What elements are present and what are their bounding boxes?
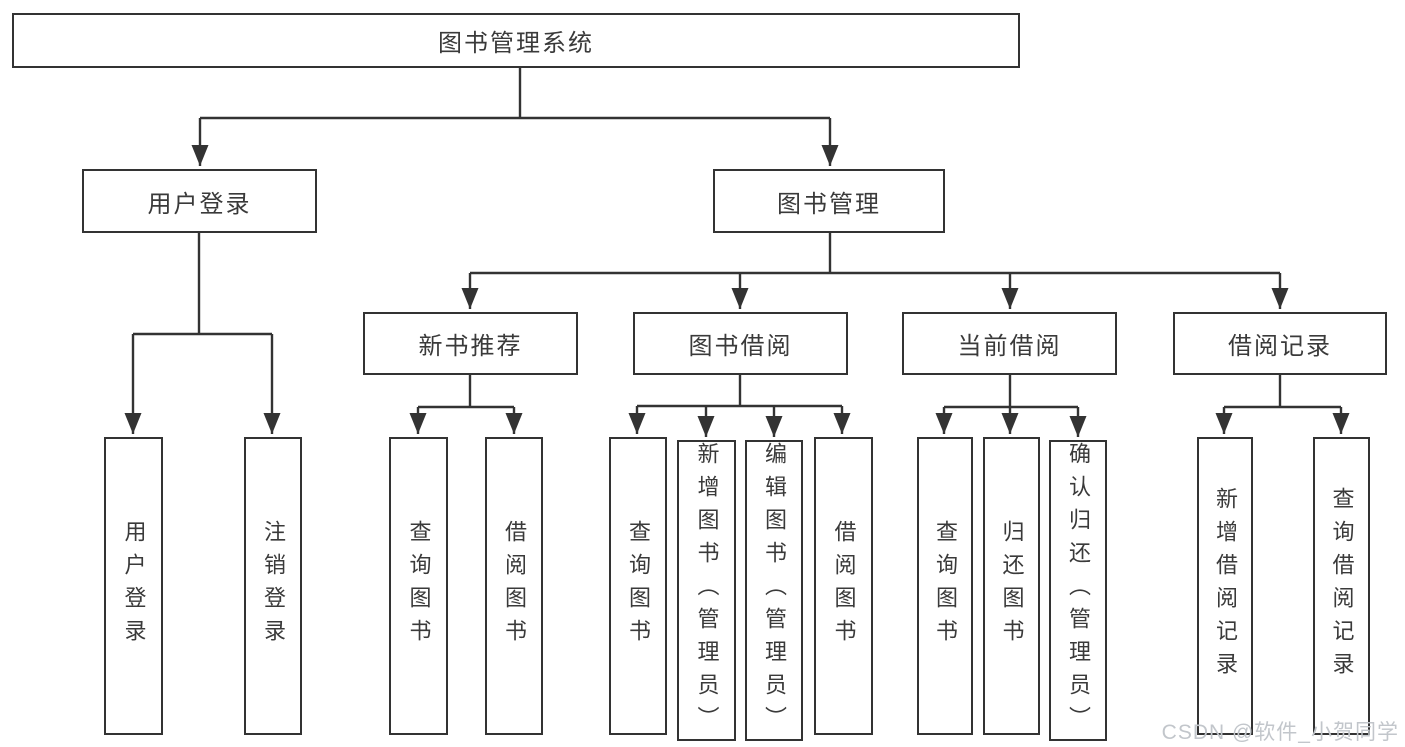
node-current-query-books: 查询图书 bbox=[917, 437, 973, 735]
node-current-confirm-return-admin: 确认归还（管理员） bbox=[1049, 440, 1107, 741]
node-new-book-recommend: 新书推荐 bbox=[363, 312, 578, 375]
connector bbox=[133, 233, 272, 336]
node-borrow-records: 借阅记录 bbox=[1173, 312, 1387, 375]
node-newbooks-borrow-books: 借阅图书 bbox=[485, 437, 543, 735]
connector bbox=[637, 375, 842, 408]
node-borrow-add-books-admin: 新增图书（管理员） bbox=[677, 440, 736, 741]
connector bbox=[200, 68, 830, 120]
node-current-borrow: 当前借阅 bbox=[902, 312, 1117, 375]
node-records-add-record: 新增借阅记录 bbox=[1197, 437, 1253, 735]
node-records-query-record: 查询借阅记录 bbox=[1313, 437, 1370, 735]
node-newbooks-query-books: 查询图书 bbox=[389, 437, 448, 735]
node-book-borrow: 图书借阅 bbox=[633, 312, 848, 375]
csdn-watermark: CSDN @软件_小贺同学 bbox=[1161, 721, 1399, 744]
node-user-login-group: 用户登录 bbox=[82, 169, 317, 233]
connector bbox=[1224, 375, 1341, 409]
node-logout-login: 注销登录 bbox=[244, 437, 302, 735]
connector bbox=[418, 375, 514, 409]
node-current-return-books: 归还图书 bbox=[983, 437, 1040, 735]
node-borrow-query-books: 查询图书 bbox=[609, 437, 667, 735]
node-user-login: 用户登录 bbox=[104, 437, 163, 735]
connector bbox=[470, 233, 1280, 275]
node-library-management-system: 图书管理系统 bbox=[12, 13, 1020, 68]
connector bbox=[944, 375, 1078, 409]
node-borrow-edit-books-admin: 编辑图书（管理员） bbox=[745, 440, 803, 741]
node-borrow-borrow-books: 借阅图书 bbox=[814, 437, 873, 735]
node-book-management: 图书管理 bbox=[713, 169, 945, 233]
